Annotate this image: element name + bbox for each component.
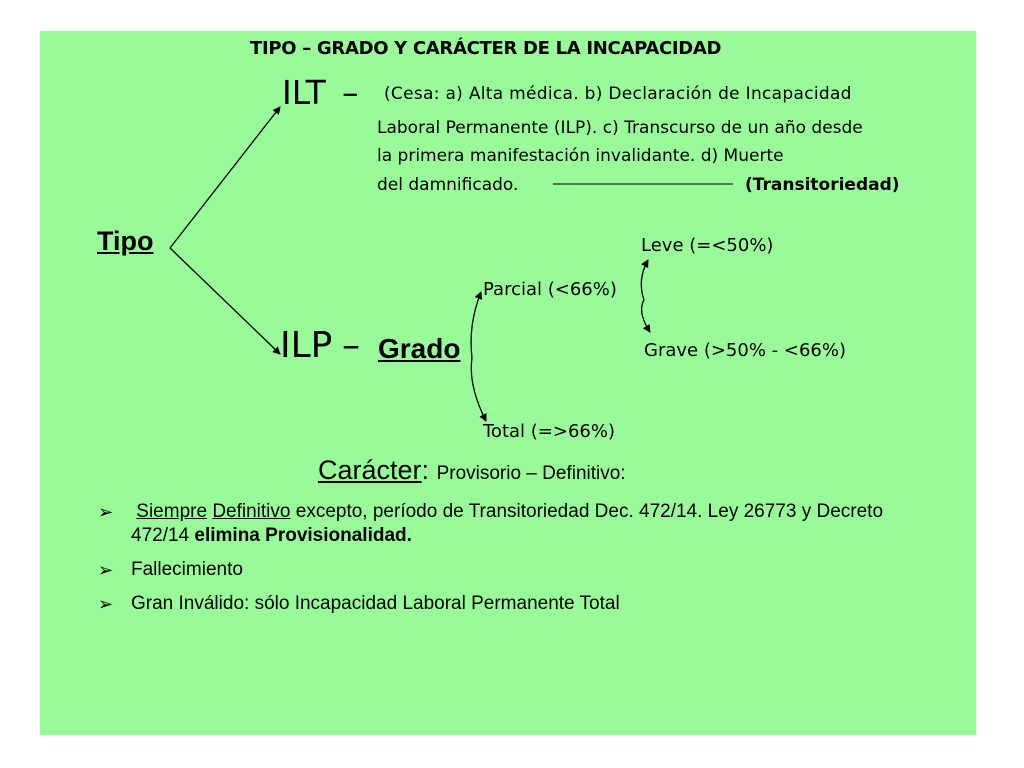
ilp-dash: – [342, 325, 360, 366]
definitivo-text: Definitivo [212, 501, 291, 522]
arrow-bullet-icon: ➢ [98, 502, 114, 522]
arrow-parcial-to-leve [640, 259, 649, 301]
arrow-tipo-to-ilp [169, 247, 281, 355]
arrow-parcial-to-grave [640, 299, 651, 333]
bullet-list: ➢ Siempre Definitivo excepto, período de… [98, 500, 918, 626]
category-parcial: Parcial (<66%) [483, 279, 617, 300]
category-total: Total (=>66%) [483, 421, 615, 442]
arrow-grado-to-total [470, 357, 487, 422]
caracter-label: Carácter [318, 455, 422, 485]
ilt-dash: – [342, 73, 359, 112]
bullet2-text: Fallecimiento [131, 559, 243, 580]
slide-background [40, 31, 976, 735]
category-leve: Leve (=<50%) [641, 235, 774, 256]
arrow-tipo-to-ilt [169, 106, 281, 249]
bullet1-bold-text: elimina Provisionalidad. [194, 525, 412, 546]
ilt-description-line1: (Cesa: a) Alta médica. b) Declaración de… [384, 84, 852, 104]
arrow-bullet-icon: ➢ [98, 594, 114, 614]
arrow-bullet-icon: ➢ [98, 560, 114, 580]
caracter-heading: Carácter: Provisorio – Definitivo: [318, 455, 626, 486]
slide-title: TIPO – GRADO Y CARÁCTER DE LA INCAPACIDA… [250, 38, 722, 59]
list-item: ➢ Fallecimiento [98, 558, 918, 582]
list-item: ➢ Siempre Definitivo excepto, período de… [98, 500, 918, 548]
transitoriedad-label: (Transitoriedad) [745, 175, 900, 195]
grado-label: Grado [378, 333, 461, 364]
ilt-label: ILT [282, 73, 326, 112]
bullet1-text: excepto, período de Transitoriedad Dec. … [131, 501, 884, 546]
ilt-description-line2: Laboral Permanente (ILP). c) Transcurso … [377, 118, 863, 138]
ilp-label: ILP [280, 325, 333, 366]
arrow-grado-to-parcial [470, 291, 483, 359]
bullet3-text: Gran Inválido: sólo Incapacidad Laboral … [131, 593, 620, 614]
tipo-label: Tipo [97, 226, 154, 256]
ilt-description-line4: del damnificado. [377, 175, 519, 195]
list-item: ➢ Gran Inválido: sólo Incapacidad Labora… [98, 592, 918, 616]
siempre-text: Siempre [136, 501, 208, 522]
category-grave: Grave (>50% - <66%) [644, 340, 846, 361]
caracter-colon: : [421, 455, 430, 485]
caracter-options: Provisorio – Definitivo: [436, 463, 626, 484]
ilt-description-line3: la primera manifestación invalidante. d)… [377, 146, 784, 166]
